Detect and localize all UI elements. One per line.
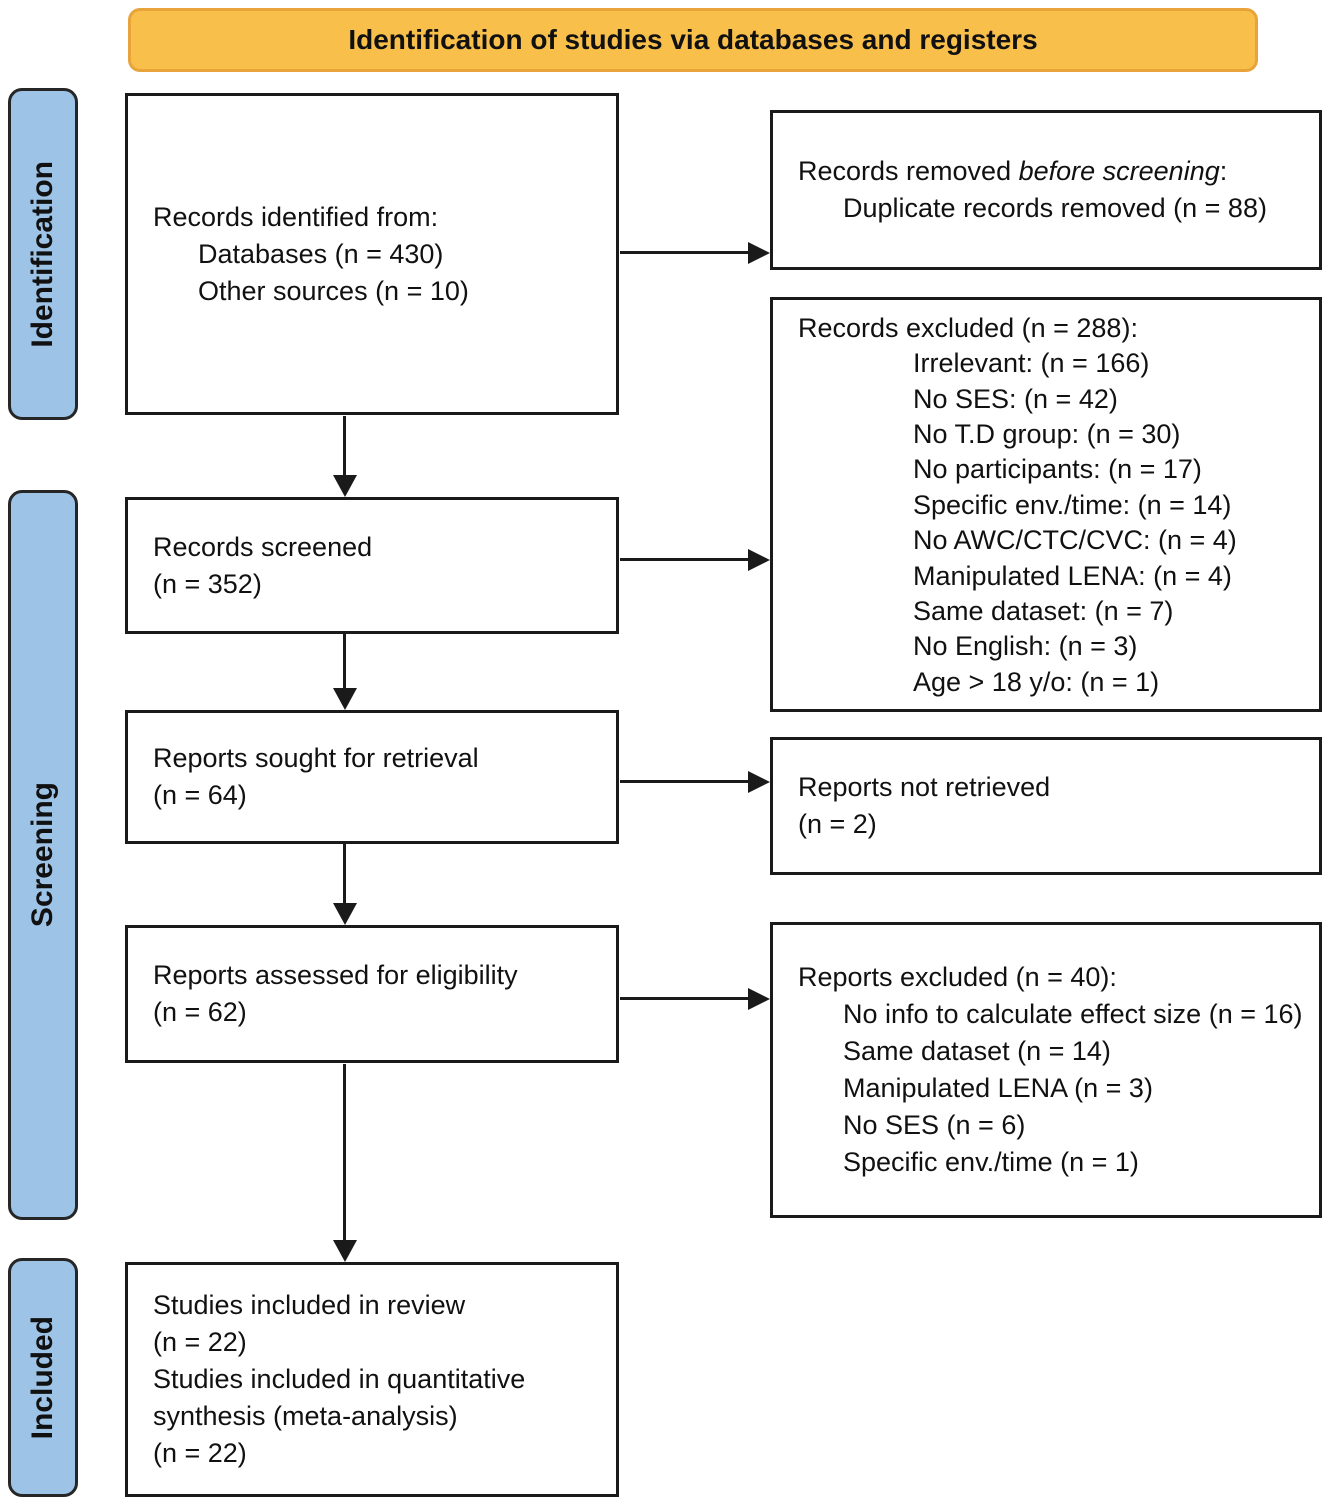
arrow-identified-to-removed bbox=[620, 242, 770, 264]
box-text-line: Records screened bbox=[153, 531, 373, 562]
arrow-assessed-to-excluded bbox=[620, 988, 770, 1010]
box-studies-included: Studies included in review (n = 22) Stud… bbox=[125, 1262, 619, 1497]
box-item: No T.D group: (n = 30) bbox=[913, 419, 1181, 450]
box-count: (n = 22) bbox=[153, 1438, 247, 1468]
box-records-screened: Records screened (n = 352) bbox=[125, 497, 619, 634]
stage-label-included: Included bbox=[8, 1258, 78, 1497]
box-text-line: Studies included in quantitative synthes… bbox=[153, 1364, 526, 1431]
box-reports-sought: Reports sought for retrieval (n = 64) bbox=[125, 710, 619, 844]
stage-label-text: Screening bbox=[26, 782, 59, 928]
box-item: Manipulated LENA: (n = 4) bbox=[913, 560, 1232, 591]
stage-label-text: Included bbox=[26, 1315, 59, 1440]
box-item: No participants: (n = 17) bbox=[913, 454, 1202, 485]
stage-label-screening: Screening bbox=[8, 490, 78, 1220]
arrow-shaft bbox=[343, 1064, 346, 1243]
box-item: Same dataset (n = 14) bbox=[843, 1036, 1111, 1066]
box-item: Same dataset: (n = 7) bbox=[913, 595, 1174, 626]
box-count: (n = 2) bbox=[798, 809, 877, 839]
arrow-head-icon bbox=[748, 988, 770, 1010]
box-item: No SES: (n = 42) bbox=[913, 383, 1118, 414]
arrow-shaft bbox=[343, 844, 346, 906]
arrow-shaft bbox=[343, 416, 346, 478]
arrow-head-icon bbox=[748, 549, 770, 571]
box-item: Specific env./time: (n = 14) bbox=[913, 489, 1232, 520]
arrow-shaft bbox=[620, 251, 752, 254]
heading-italic: before screening bbox=[1018, 156, 1220, 186]
heading-prefix: Records removed bbox=[798, 156, 1019, 186]
box-text-line: Studies included in review bbox=[153, 1290, 466, 1320]
stage-label-identification: Identification bbox=[8, 88, 78, 420]
arrow-head-icon bbox=[748, 771, 770, 793]
box-reports-assessed: Reports assessed for eligibility (n = 62… bbox=[125, 925, 619, 1063]
box-item: Databases (n = 430) bbox=[198, 238, 444, 269]
box-count: (n = 352) bbox=[153, 568, 262, 599]
box-item: No AWC/CTC/CVC: (n = 4) bbox=[913, 525, 1237, 556]
box-records-excluded: Records excluded (n = 288): Irrelevant: … bbox=[770, 297, 1322, 712]
box-count: (n = 62) bbox=[153, 997, 247, 1027]
banner-title: Identification of studies via databases … bbox=[128, 8, 1258, 72]
box-heading: Reports excluded (n = 40): bbox=[798, 962, 1117, 992]
box-heading: Records removed before screening: bbox=[798, 153, 1304, 190]
box-item: No info to calculate effect size (n = 16… bbox=[843, 999, 1303, 1029]
arrow-identified-to-screened bbox=[333, 416, 357, 497]
box-heading: Records identified from: bbox=[153, 201, 439, 232]
arrow-sought-to-not-retrieved bbox=[620, 771, 770, 793]
arrow-head-icon bbox=[333, 903, 357, 925]
arrow-shaft bbox=[343, 634, 346, 691]
box-item: Other sources (n = 10) bbox=[198, 275, 469, 306]
box-item: Age > 18 y/o: (n = 1) bbox=[913, 666, 1160, 697]
arrow-head-icon bbox=[333, 688, 357, 710]
arrow-head-icon bbox=[748, 242, 770, 264]
arrow-head-icon bbox=[333, 475, 357, 497]
arrow-shaft bbox=[620, 997, 752, 1000]
box-count: (n = 64) bbox=[153, 780, 247, 810]
box-text-line: Reports assessed for eligibility bbox=[153, 960, 518, 990]
stage-label-text: Identification bbox=[26, 160, 59, 348]
box-reports-excluded: Reports excluded (n = 40): No info to ca… bbox=[770, 922, 1322, 1218]
arrow-screened-to-excluded bbox=[620, 549, 770, 571]
arrow-shaft bbox=[620, 780, 752, 783]
arrow-assessed-to-included bbox=[333, 1064, 357, 1262]
box-count: (n = 22) bbox=[153, 1327, 247, 1357]
box-reports-not-retrieved: Reports not retrieved (n = 2) bbox=[770, 737, 1322, 875]
box-item: Irrelevant: (n = 166) bbox=[913, 348, 1150, 379]
box-text-line: Reports sought for retrieval bbox=[153, 743, 479, 773]
box-records-identified: Records identified from: Databases (n = … bbox=[125, 93, 619, 415]
box-heading: Records excluded (n = 288): bbox=[798, 313, 1138, 344]
arrow-head-icon bbox=[333, 1240, 357, 1262]
box-item: No SES (n = 6) bbox=[843, 1110, 1026, 1140]
arrow-shaft bbox=[620, 558, 752, 561]
arrow-sought-to-assessed bbox=[333, 844, 357, 925]
box-records-removed: Records removed before screening: Duplic… bbox=[770, 110, 1322, 270]
heading-suffix: : bbox=[1219, 156, 1228, 186]
box-text-line: Reports not retrieved bbox=[798, 772, 1051, 802]
arrow-screened-to-sought bbox=[333, 634, 357, 710]
box-item: Manipulated LENA (n = 3) bbox=[843, 1073, 1153, 1103]
box-item: Specific env./time (n = 1) bbox=[843, 1147, 1139, 1177]
box-item: Duplicate records removed (n = 88) bbox=[843, 193, 1267, 223]
box-item: No English: (n = 3) bbox=[913, 631, 1138, 662]
